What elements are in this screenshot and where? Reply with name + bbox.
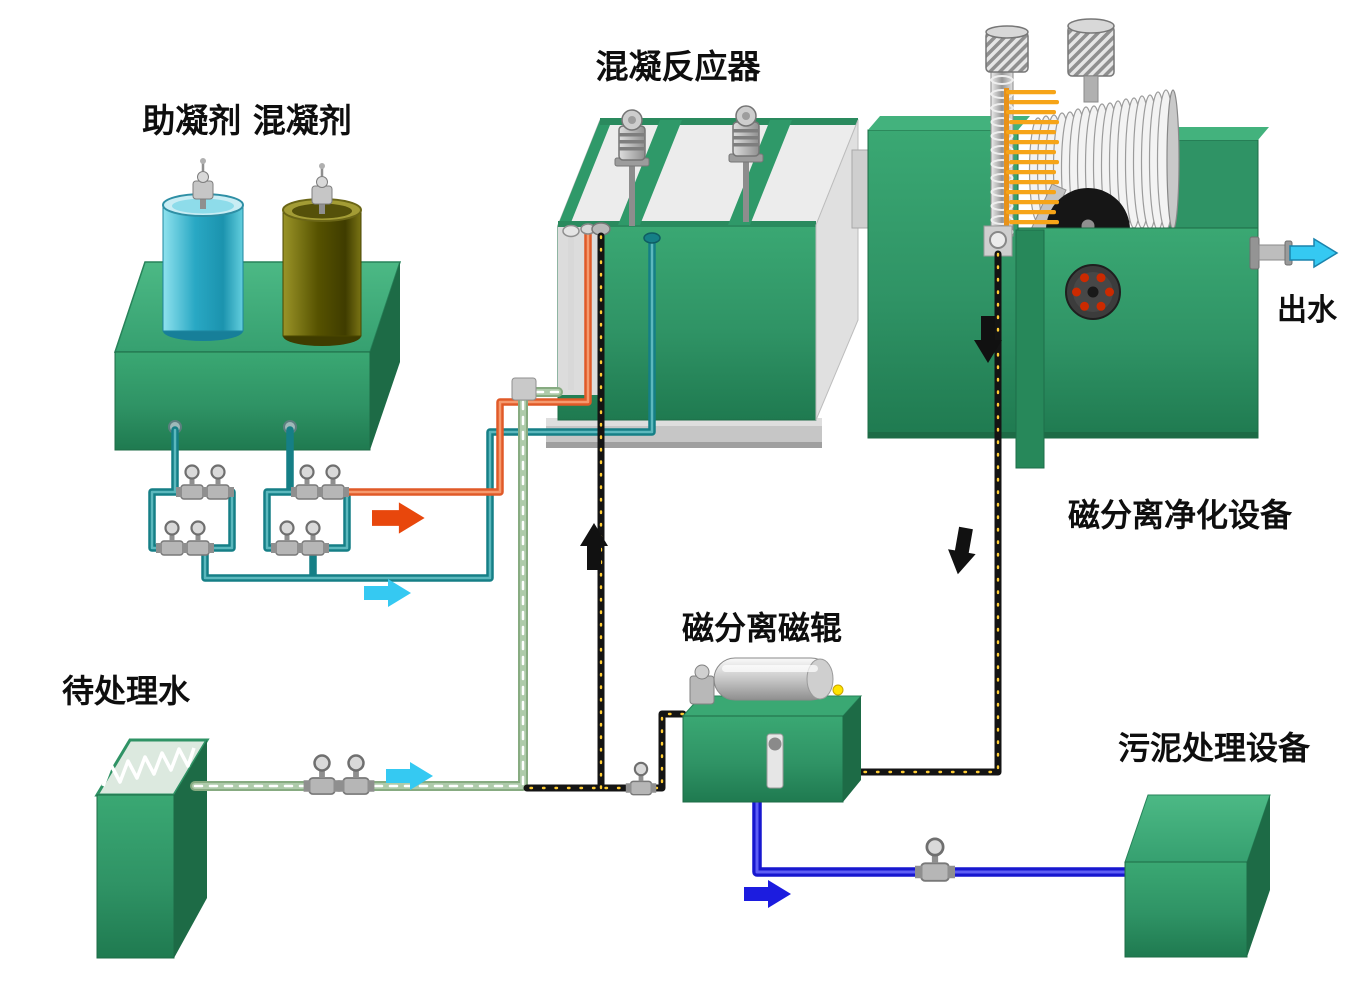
- valve: [200, 464, 236, 501]
- flow-arrow-outlet: [1289, 238, 1338, 268]
- label-reactor: 混凝反应器: [596, 47, 762, 86]
- reactor-top-front-wall: [558, 221, 816, 227]
- drive-motor: [985, 25, 1029, 73]
- magnetic-separator: [851, 18, 1315, 469]
- sludge-box-front: [1124, 861, 1248, 958]
- roller-highlight: [722, 665, 818, 672]
- dosing-platform-side: [370, 262, 400, 450]
- sludge-box-side: [1247, 795, 1270, 957]
- reactor-top-back-wall: [600, 118, 858, 125]
- separator-left-top-edge: [868, 116, 1030, 130]
- pipe-sludge-to-reactor-dots: [525, 234, 685, 790]
- sludge-box-top: [1124, 794, 1271, 863]
- flow-arrow-coagulant: [372, 502, 425, 534]
- roller-motor: [689, 664, 715, 705]
- reactor-base-bottom-edge: [546, 442, 822, 448]
- reactor-top-left-wall: [558, 120, 612, 225]
- pipe-coagulant-teal-highlight: [150, 238, 654, 580]
- separator-main-body: [1017, 227, 1259, 439]
- reactor-inlet-fittings: [562, 222, 661, 390]
- valve: [302, 754, 342, 796]
- label-outlet: 出水: [1277, 293, 1338, 328]
- reactor-base-top-edge: [546, 418, 822, 426]
- coagulant-aid-tank: [162, 156, 244, 341]
- inlet-flange-teal: [643, 232, 661, 244]
- label-sludge-equipment: 污泥处理设备: [1118, 729, 1311, 767]
- label-dosing-tanks: 助凝剂 混凝剂: [142, 101, 352, 140]
- pipe-sludge-discharge-highlight: [755, 793, 1130, 874]
- pipe-elbow-fitting: [511, 377, 537, 401]
- label-magnetic-roller: 磁分离磁辊: [682, 609, 842, 647]
- raw-water-tank: [94, 738, 210, 959]
- label-separator: 磁分离净化设备: [1068, 496, 1293, 534]
- coagulant-tank: [282, 161, 362, 346]
- divider-panel: [1015, 229, 1045, 469]
- coagulation-reactor: [546, 105, 859, 448]
- valve: [624, 761, 658, 796]
- flow-arrow-coagulant-aid: [364, 579, 411, 607]
- inspection-flange: [1065, 264, 1121, 320]
- valve: [315, 464, 351, 501]
- pipe-coagulant-orange-highlight: [345, 230, 590, 494]
- raw-tank-side: [174, 740, 207, 958]
- water-weir-zigzag: [101, 747, 196, 787]
- reactor-side: [815, 119, 859, 421]
- pipe-sludge-discharge: [752, 790, 1133, 877]
- roller-box-front: [682, 715, 844, 803]
- sensor-dot: [832, 684, 844, 696]
- dosing-platform-front: [114, 351, 371, 451]
- raw-tank-front: [96, 794, 175, 959]
- separator-bottom-edge: [868, 432, 1258, 438]
- valve: [913, 837, 957, 883]
- valve: [180, 520, 216, 557]
- reactor-front-left-panel: [558, 225, 600, 395]
- flow-arrow-sludge-down: [944, 525, 980, 577]
- separator-right-top-edge: [1165, 127, 1269, 140]
- sludge-equipment: [1124, 794, 1271, 958]
- valve: [295, 520, 331, 557]
- inlet-flange: [562, 224, 580, 238]
- dosing-station: [113, 156, 402, 451]
- roller-drain-fitting: [766, 733, 784, 789]
- labels: 助凝剂 混凝剂 混凝反应器 出水 磁分离净化设备 磁分离磁辊 待处理水 污泥处理…: [62, 47, 1338, 767]
- roller-box-side: [843, 696, 861, 802]
- scraper-brush: [1004, 88, 1059, 226]
- valve: [336, 754, 376, 796]
- valves: [154, 464, 957, 883]
- screw-conveyor: [990, 57, 1014, 237]
- label-raw-water: 待处理水: [62, 672, 191, 710]
- drive-motor: [1067, 18, 1115, 103]
- magnetic-roller-unit: [681, 657, 863, 803]
- flow-arrow-sludge-discharge: [744, 880, 791, 908]
